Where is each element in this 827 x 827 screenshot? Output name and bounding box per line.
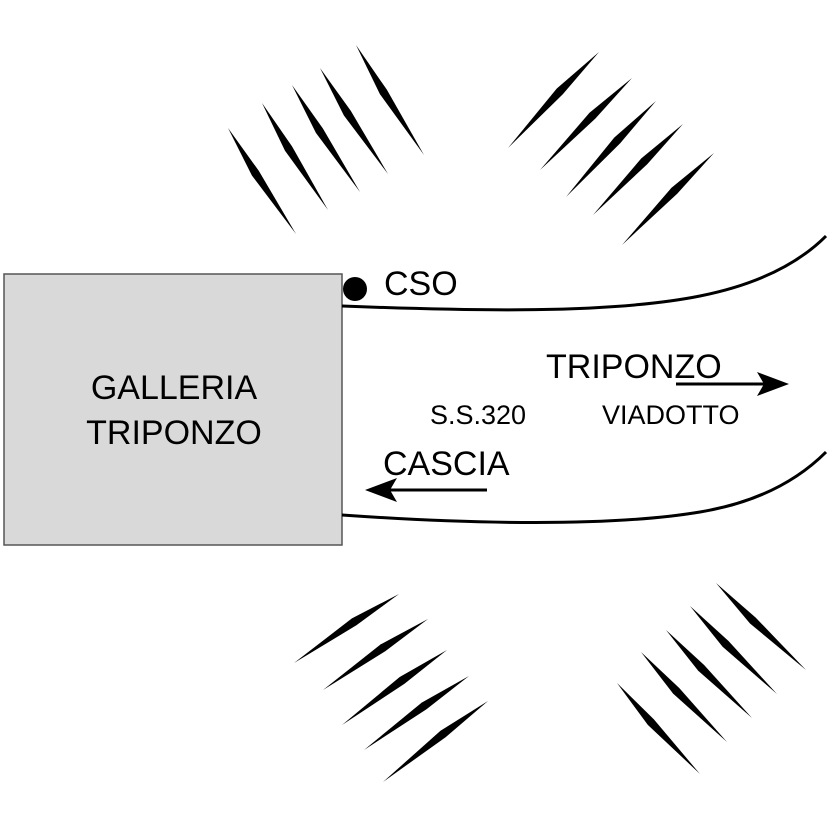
arrow-east-head bbox=[757, 372, 789, 396]
arrow-west-head bbox=[365, 478, 397, 502]
hatch-mark bbox=[622, 153, 714, 245]
embankment-hatching bbox=[228, 45, 806, 782]
hatch-mark bbox=[262, 103, 328, 210]
hatch-mark bbox=[383, 701, 488, 782]
hatch-mark bbox=[566, 101, 656, 197]
cso-label: CSO bbox=[384, 265, 458, 303]
hatch-mark bbox=[342, 650, 447, 725]
hatch-mark bbox=[323, 619, 428, 690]
hatch-mark bbox=[294, 594, 399, 663]
hatch-mark bbox=[666, 630, 752, 718]
road-name-label: S.S.320 bbox=[430, 400, 526, 430]
hatch-mark bbox=[716, 583, 806, 670]
hatch-mark bbox=[320, 68, 388, 174]
hatch-mark bbox=[540, 78, 632, 170]
direction-east-sublabel: VIADOTTO bbox=[602, 400, 740, 430]
hatch-mark bbox=[690, 606, 777, 694]
hatch-mark bbox=[364, 676, 469, 750]
direction-west-label: CASCIA bbox=[383, 445, 510, 483]
hatch-mark bbox=[593, 124, 683, 215]
hatch-mark bbox=[508, 52, 599, 148]
direction-east-label: TRIPONZO bbox=[546, 348, 722, 386]
tunnel-label-line2: TRIPONZO bbox=[86, 414, 262, 452]
tunnel-box bbox=[3, 273, 343, 546]
hatch-mark bbox=[641, 652, 727, 742]
hatch-mark bbox=[356, 45, 424, 155]
road-edge-south bbox=[341, 450, 827, 524]
tunnel-label-line1: GALLERIA bbox=[91, 369, 258, 407]
hatch-mark bbox=[617, 683, 700, 774]
hatch-mark bbox=[228, 128, 296, 234]
hatch-mark bbox=[292, 85, 360, 192]
road-edge-north bbox=[341, 234, 827, 312]
cso-marker-dot bbox=[343, 277, 367, 301]
